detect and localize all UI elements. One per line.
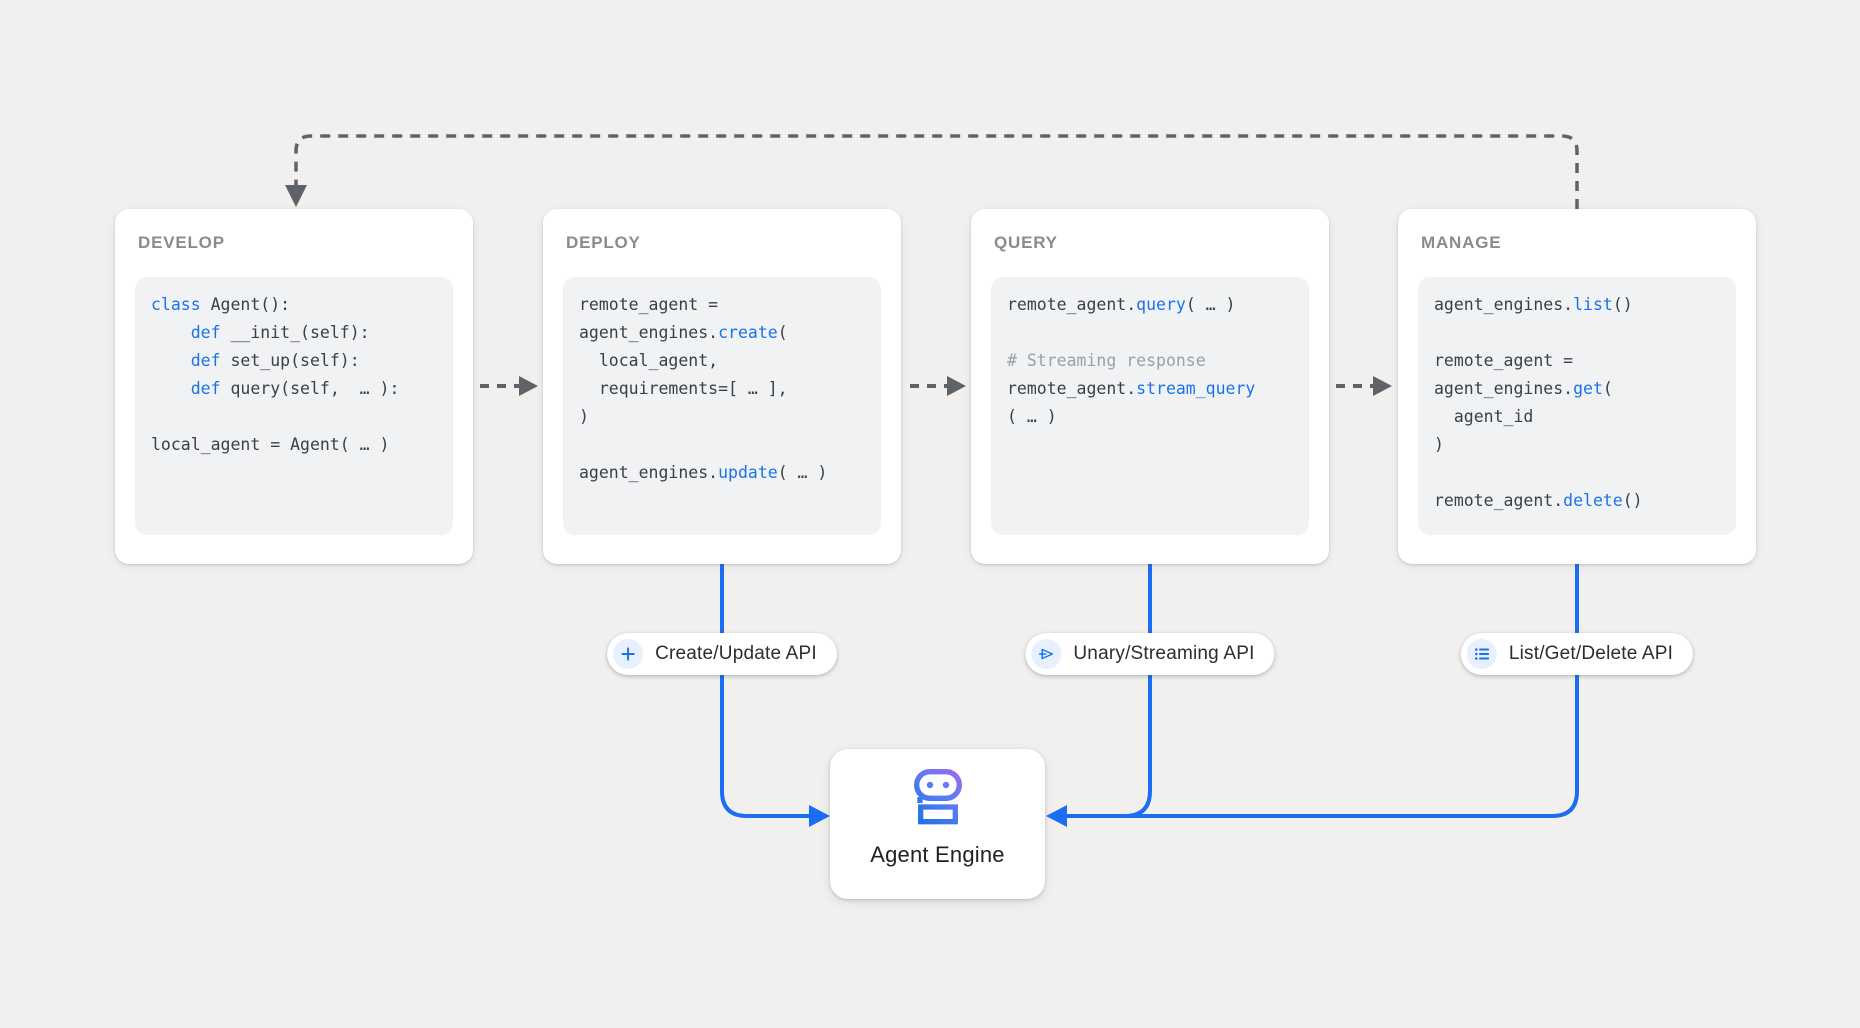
send-icon <box>1031 639 1062 669</box>
code-line <box>1007 319 1293 347</box>
code-line: agent_engines.update( … ) <box>579 463 828 482</box>
code-line: # Streaming response <box>1007 351 1206 370</box>
stage-card-develop: DEVELOP class Agent(): def __init_(self)… <box>115 209 473 564</box>
stage-card-deploy: DEPLOY remote_agent = agent_engines.creat… <box>543 209 901 564</box>
robot-icon <box>906 765 970 834</box>
flow-arrowhead-query-manage-icon <box>1373 376 1392 396</box>
stage-title-query: QUERY <box>994 233 1058 252</box>
code-line: agent_id <box>1434 407 1534 426</box>
query-to-engine-line <box>1067 564 1152 818</box>
code-line: remote_agent = <box>1434 351 1574 370</box>
code-line: agent_engines.get( <box>1434 379 1613 398</box>
code-line <box>151 403 437 431</box>
code-line: ) <box>1434 435 1444 454</box>
engine-left-arrowhead-icon <box>809 805 830 827</box>
flow-arrowhead-develop-deploy-icon <box>519 376 538 396</box>
code-line <box>1434 319 1720 347</box>
code-line: agent_engines.create( <box>579 323 788 342</box>
api-pill-label: List/Get/Delete API <box>1508 643 1674 664</box>
engine-label: Agent Engine <box>870 842 1005 867</box>
code-line: def query(self, … ): <box>190 379 400 398</box>
list-icon <box>1466 639 1497 669</box>
engine-right-arrowhead-icon <box>1046 805 1067 827</box>
code-line: def set_up(self): <box>190 351 360 370</box>
agent-engine-box: Agent Engine <box>830 749 1045 899</box>
stage-title-deploy: DEPLOY <box>566 233 641 252</box>
code-line: local_agent, <box>579 351 719 370</box>
loop-arrow-manage-to-develop <box>294 134 1579 209</box>
code-line: remote_agent.query( … ) <box>1007 295 1236 314</box>
code-line: remote_agent = <box>579 295 719 314</box>
code-block-query: remote_agent.query( … ) # Streaming resp… <box>991 277 1309 535</box>
code-line <box>579 431 865 459</box>
code-line: class Agent(): <box>151 295 291 314</box>
stage-card-query: QUERY remote_agent.query( … ) # Streamin… <box>971 209 1329 564</box>
api-pill-label: Unary/Streaming API <box>1073 643 1255 664</box>
code-line: def __init_(self): <box>190 323 370 342</box>
api-pill-unary-streaming: Unary/Streaming API <box>1025 633 1275 675</box>
code-line: local_agent = Agent( … ) <box>151 435 390 454</box>
code-block-develop: class Agent(): def __init_(self): def se… <box>135 277 453 535</box>
deploy-to-engine-line <box>720 564 809 818</box>
code-line: remote_agent.stream_query <box>1007 379 1256 398</box>
code-line: ) <box>579 407 589 426</box>
code-line: requirements=[ … ], <box>579 379 788 398</box>
flow-arrowhead-deploy-query-icon <box>947 376 966 396</box>
loop-arrowhead-icon <box>285 185 307 207</box>
code-line <box>1434 459 1720 487</box>
code-line: remote_agent.delete() <box>1434 491 1643 510</box>
stage-card-manage: MANAGE agent_engines.list() remote_agent… <box>1398 209 1756 564</box>
code-block-deploy: remote_agent = agent_engines.create( loca… <box>563 277 881 535</box>
api-pill-create-update: Create/Update API <box>607 633 837 675</box>
stage-title-manage: MANAGE <box>1421 233 1502 252</box>
plus-icon <box>613 639 644 669</box>
code-line: ( … ) <box>1007 407 1057 426</box>
api-pill-label: Create/Update API <box>655 643 817 664</box>
code-line: agent_engines.list() <box>1434 295 1633 314</box>
api-pill-list-get-delete: List/Get/Delete API <box>1460 633 1694 675</box>
manage-to-engine-line <box>1067 564 1579 818</box>
code-block-manage: agent_engines.list() remote_agent = agent… <box>1418 277 1736 535</box>
stage-title-develop: DEVELOP <box>138 233 225 252</box>
